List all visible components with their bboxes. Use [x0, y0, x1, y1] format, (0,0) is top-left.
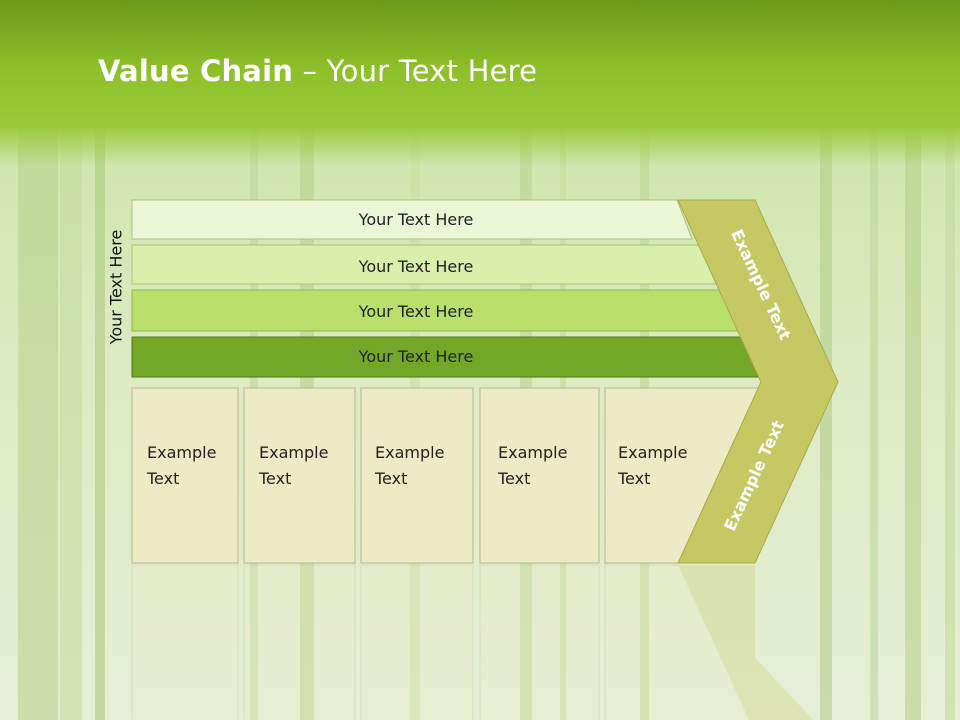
box-3: Example Text [360, 387, 474, 564]
box-reflection [604, 564, 754, 720]
bamboo-stalk [820, 120, 832, 720]
page-title: Value Chain – Your Text Here [98, 54, 537, 88]
box-reflection [243, 564, 356, 720]
title-rest: – Your Text Here [293, 54, 538, 88]
box-reflection [131, 564, 239, 720]
box-5-line1: Example [618, 443, 687, 462]
box-1-line1: Example [147, 443, 216, 462]
box-1-line2: Text [146, 469, 179, 488]
box-1: Example Text [131, 387, 239, 564]
bamboo-stalk [60, 120, 82, 720]
box-3-shape [360, 387, 474, 564]
box-1-shape [131, 387, 239, 564]
box-4-shape [479, 387, 600, 564]
bar-1-shape [131, 199, 693, 240]
bamboo-stalk [18, 120, 58, 720]
box-4-line2: Text [497, 469, 530, 488]
title-bold: Value Chain [98, 54, 294, 88]
bamboo-stalk [95, 120, 105, 720]
bamboo-stalk [945, 120, 955, 720]
box-2-line1: Example [259, 443, 328, 462]
box-2-line2: Text [258, 469, 291, 488]
box-reflection [360, 564, 474, 720]
box-5-line2: Text [617, 469, 650, 488]
box-3-line1: Example [375, 443, 444, 462]
bamboo-stalk [870, 120, 878, 720]
chevron-reflection [678, 565, 814, 720]
header-band [0, 0, 960, 128]
bar-1-label: Your Text Here [358, 210, 474, 229]
box-4: Example Text [479, 387, 600, 564]
bar-4: Your Text Here [131, 336, 764, 378]
box-2-shape [243, 387, 356, 564]
box-3-line2: Text [374, 469, 407, 488]
bar-3: Your Text Here [131, 289, 740, 332]
box-4-line1: Example [498, 443, 567, 462]
chevron-shape [677, 199, 839, 564]
bar-4-label: Your Text Here [358, 347, 474, 366]
bamboo-stalk [905, 120, 921, 720]
bar-1: Your Text Here [131, 199, 693, 240]
bar-2-label: Your Text Here [358, 257, 474, 276]
box-reflection [479, 564, 600, 720]
bar-2: Your Text Here [131, 244, 717, 285]
bar-3-label: Your Text Here [358, 302, 474, 321]
box-2: Example Text [243, 387, 356, 564]
